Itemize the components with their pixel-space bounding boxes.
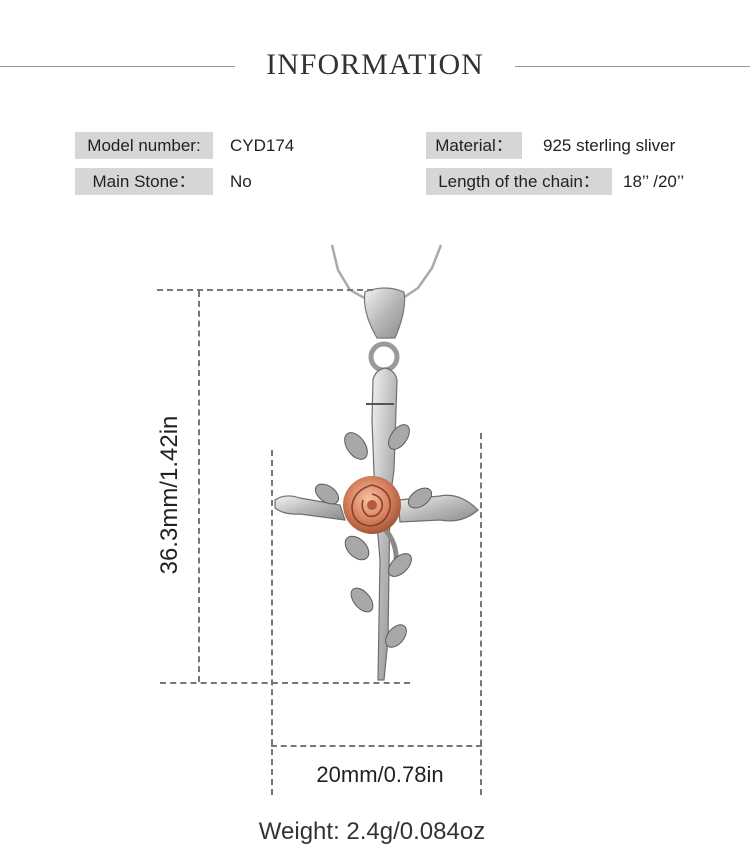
height-guide-vertical — [198, 291, 200, 682]
chain-length-value: 18’’ /20’’ — [623, 172, 685, 191]
main-stone-value: No — [230, 172, 252, 191]
heading-divider-left — [0, 66, 235, 67]
rose — [343, 476, 401, 534]
pendant-bail — [363, 287, 406, 373]
heading-divider-right — [515, 66, 750, 67]
width-guide-left — [271, 450, 273, 795]
information-heading: INFORMATION — [0, 44, 750, 84]
height-measurement: 36.3mm/1.42in — [156, 415, 183, 575]
height-guide-bottom — [160, 682, 410, 684]
model-number-value: CYD174 — [230, 136, 295, 155]
material-label: Material： — [426, 132, 522, 159]
width-measurement: 20mm/0.78in — [316, 762, 444, 787]
model-number-label: Model number: — [75, 132, 213, 159]
chain — [330, 244, 443, 302]
chain-length-label: Length of the chain： — [426, 168, 612, 195]
width-guide-horizontal — [271, 745, 482, 747]
heading-title: INFORMATION — [266, 48, 484, 81]
height-guide-top — [157, 289, 373, 291]
weight-text: Weight: 2.4g/0.084oz — [258, 818, 486, 845]
main-stone-label: Main Stone： — [75, 168, 213, 195]
material-value: 925 sterling sliver — [543, 136, 676, 155]
vine-leaves — [314, 424, 433, 648]
width-guide-right — [480, 433, 482, 795]
